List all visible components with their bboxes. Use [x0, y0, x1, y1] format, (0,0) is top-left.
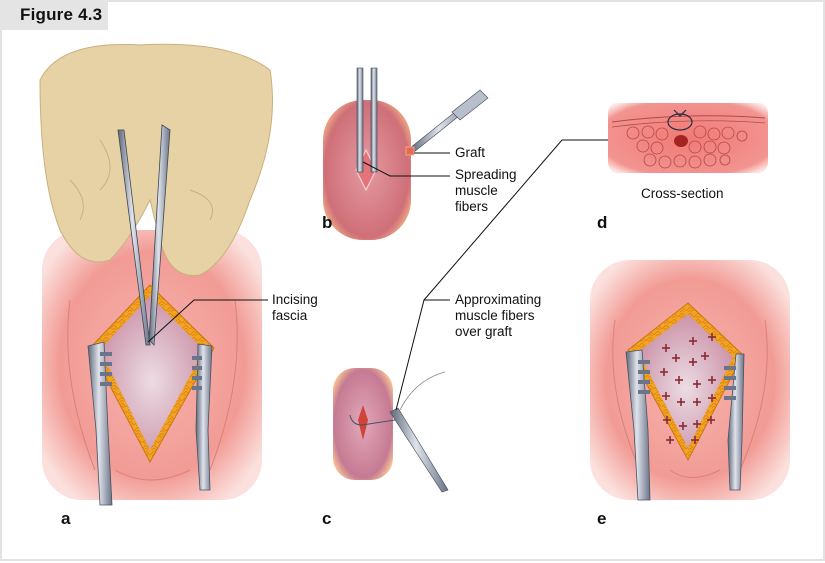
retractor-right — [195, 343, 213, 491]
callout-text-line: Approximating — [455, 292, 542, 307]
panel-d-illustration — [608, 103, 768, 173]
callout-text-line: fascia — [272, 308, 308, 323]
panel-label-a: a — [61, 509, 71, 528]
graft — [405, 146, 415, 156]
fascia — [100, 296, 204, 450]
panel-e-illustration — [590, 260, 790, 501]
retractor-right-e — [727, 353, 745, 491]
callout-text-line: muscle — [455, 183, 498, 198]
figure-title: Figure 4.3 — [20, 5, 103, 24]
callout-incising-fascia: Incising fascia — [272, 292, 318, 324]
callout-line-approximating — [395, 299, 450, 411]
forceps-b — [356, 67, 364, 173]
callout-text-line: Incising — [272, 292, 318, 307]
retractor-left-e — [625, 349, 651, 501]
callout-approximating-muscle-fibers: Approximating muscle fibers over graft — [455, 292, 541, 340]
panel-label-c: c — [322, 509, 332, 528]
callout-text-line: fibers — [455, 199, 489, 214]
panel-label-d: d — [597, 213, 608, 232]
panel-label-b: b — [322, 213, 333, 232]
callout-text-line: Spreading — [455, 167, 517, 182]
callout-text-line: over graft — [455, 324, 513, 339]
callout-spreading-muscle-fibers: Spreading muscle fibers — [455, 167, 517, 215]
suture-loop — [667, 113, 693, 131]
graft-cross-section — [674, 135, 688, 147]
figure-tab: Figure 4.3 — [0, 0, 108, 30]
retractor-left — [87, 341, 113, 506]
suture-needle — [349, 414, 396, 426]
callout-line-incising — [147, 299, 268, 343]
muscle-cells — [626, 125, 748, 169]
callout-line-spreading — [362, 161, 450, 177]
panel-c-illustration — [333, 139, 680, 493]
fascia-e — [638, 314, 733, 448]
callout-graft: Graft — [455, 145, 486, 160]
caption-cross-section: Cross-section — [641, 186, 724, 201]
frame-top-border — [108, 0, 825, 2]
scissors — [117, 129, 151, 346]
callout-text-line: muscle fibers — [455, 308, 535, 323]
panel-b-illustration — [323, 67, 489, 240]
sutures — [660, 333, 716, 444]
cross-section — [608, 103, 768, 173]
panel-label-e: e — [597, 509, 607, 528]
needle-holder — [389, 407, 449, 493]
panel-a-illustration — [39, 43, 273, 506]
gloved-hand — [39, 43, 273, 277]
